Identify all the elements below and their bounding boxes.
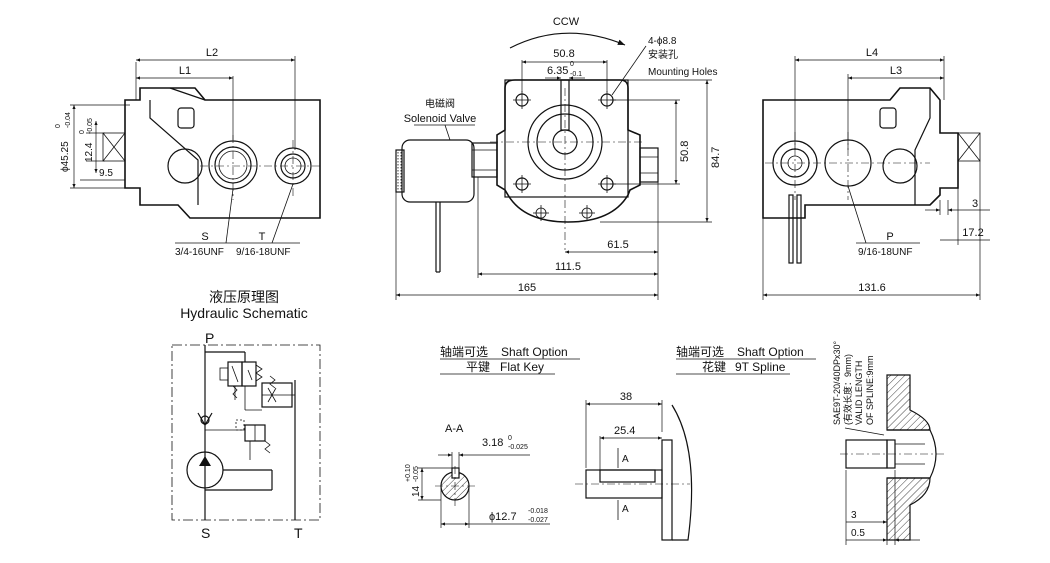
holes-label-cn: 安装孔 bbox=[648, 48, 678, 61]
flat-key-sub-cn: 平键 bbox=[466, 360, 490, 374]
hydraulic-schematic: 液压原理图 Hydraulic Schematic P S T bbox=[171, 289, 321, 541]
flat-key-dim-dia-tol-upper: -0.018 bbox=[528, 508, 548, 515]
dim-l1: L1 bbox=[179, 65, 191, 77]
dim-61-5: 61.5 bbox=[607, 239, 628, 251]
port-t-thread: 9/16-18UNF bbox=[236, 247, 290, 258]
holes-count: 4-ϕ8.8 bbox=[648, 36, 677, 47]
spline-sub-en: 9T Spline bbox=[735, 360, 786, 374]
schematic-port-p: P bbox=[205, 330, 214, 346]
flat-key-dim-width-tol-upper: 0 bbox=[508, 435, 512, 442]
dim-shaft-dia: ϕ45.25 bbox=[60, 141, 71, 172]
dim-111-5: 111.5 bbox=[555, 261, 581, 273]
rotation-label: CCW bbox=[553, 16, 580, 28]
port-t-label: T bbox=[259, 231, 266, 243]
holes-label-en: Mounting Holes bbox=[648, 67, 717, 78]
spline-sub-cn: 花键 bbox=[702, 359, 726, 374]
dim-165: 165 bbox=[518, 282, 536, 294]
schematic-title-en: Hydraulic Schematic bbox=[180, 305, 308, 321]
spline-spec-line1: SAE9T-20/40DPx30° bbox=[832, 340, 842, 425]
dim-3-right: 3 bbox=[972, 198, 978, 210]
schematic-port-s: S bbox=[201, 525, 210, 541]
dim-131-6: 131.6 bbox=[858, 282, 886, 294]
port-s-label: S bbox=[201, 231, 208, 243]
solenoid-label-cn: 电磁阀 bbox=[425, 97, 455, 110]
spline-dim-3: 3 bbox=[851, 510, 857, 521]
spline-dim-0-5: 0.5 bbox=[851, 528, 865, 539]
solenoid-label-en: Solenoid Valve bbox=[404, 113, 477, 125]
spline-heading-cn: 轴端可选 bbox=[676, 344, 724, 359]
dim-key-tol-upper: 0 bbox=[79, 130, 86, 134]
dim-84-7: 84.7 bbox=[710, 147, 722, 168]
dim-small: 9.5 bbox=[99, 168, 113, 179]
dim-shaft-dia-tol-lower: -0.04 bbox=[65, 112, 72, 128]
flat-key-heading-cn: 轴端可选 bbox=[440, 344, 488, 359]
flat-key-dim-height-tol-upper: +0.10 bbox=[405, 464, 412, 482]
dim-6-35-tol-lower: -0.1 bbox=[570, 71, 582, 78]
dim-6-35: 6.35 bbox=[547, 65, 568, 77]
spline-spec-line3: VALID LENGTH bbox=[854, 361, 864, 425]
port-p-thread: 9/16-18UNF bbox=[858, 247, 912, 258]
schematic-port-t: T bbox=[294, 525, 303, 541]
dim-l2: L2 bbox=[206, 47, 218, 59]
flat-key-dim-height-tol-lower: -0.05 bbox=[413, 466, 420, 482]
front-view: CCW 电磁 bbox=[395, 16, 722, 300]
spline-spec-line2: (有效长度：9mm) bbox=[842, 354, 853, 425]
right-view: L4 L3 3 17.2 P 9/16-18UNF 131.6 bbox=[762, 47, 990, 300]
flat-key-dim-dia-tol-lower: -0.027 bbox=[528, 517, 548, 524]
dim-l4: L4 bbox=[866, 47, 878, 59]
flat-key-heading-en: Shaft Option bbox=[501, 345, 568, 359]
dim-key: 12.4 bbox=[84, 142, 95, 162]
section-mark-top: A bbox=[622, 454, 629, 465]
section-label: A-A bbox=[445, 423, 464, 435]
dim-50-8-side: 50.8 bbox=[679, 141, 691, 162]
flat-key-dim-height: 14 bbox=[411, 485, 422, 497]
spline-spec-line4: OF SPLINE:9mm bbox=[865, 355, 875, 425]
dim-6-35-tol-upper: 0 bbox=[570, 61, 574, 68]
dim-50-8-top: 50.8 bbox=[553, 48, 574, 60]
flat-key-dim-width: 3.18 bbox=[482, 437, 503, 449]
flat-key-dim-width-tol-lower: -0.025 bbox=[508, 444, 528, 451]
section-mark-bottom: A bbox=[622, 504, 629, 515]
dim-l3: L3 bbox=[890, 65, 902, 77]
port-p-label: P bbox=[886, 231, 893, 243]
spline-heading-en: Shaft Option bbox=[737, 345, 804, 359]
dim-key-tol-lower: -0.05 bbox=[87, 118, 94, 134]
flat-key-dim-25-4: 25.4 bbox=[614, 425, 635, 437]
port-s-thread: 3/4-16UNF bbox=[175, 247, 224, 258]
schematic-title-cn: 液压原理图 bbox=[209, 289, 279, 305]
dim-17-2: 17.2 bbox=[962, 227, 983, 239]
flat-key-dim-38: 38 bbox=[620, 391, 632, 403]
flat-key-sub-en: Flat Key bbox=[500, 360, 544, 374]
left-view: L2 L1 ϕ45.25 0 -0.04 12.4 0 -0.05 9.5 S … bbox=[55, 47, 321, 258]
flat-key-dim-dia: ϕ12.7 bbox=[489, 511, 517, 523]
flat-key-option: 轴端可选 Shaft Option 平键 Flat Key A-A 3.18 0… bbox=[405, 344, 693, 541]
dim-shaft-dia-tol-upper: 0 bbox=[55, 124, 62, 128]
spline-option: 轴端可选 Shaft Option 花键 9T Spline SAE9T-20/… bbox=[676, 340, 945, 545]
